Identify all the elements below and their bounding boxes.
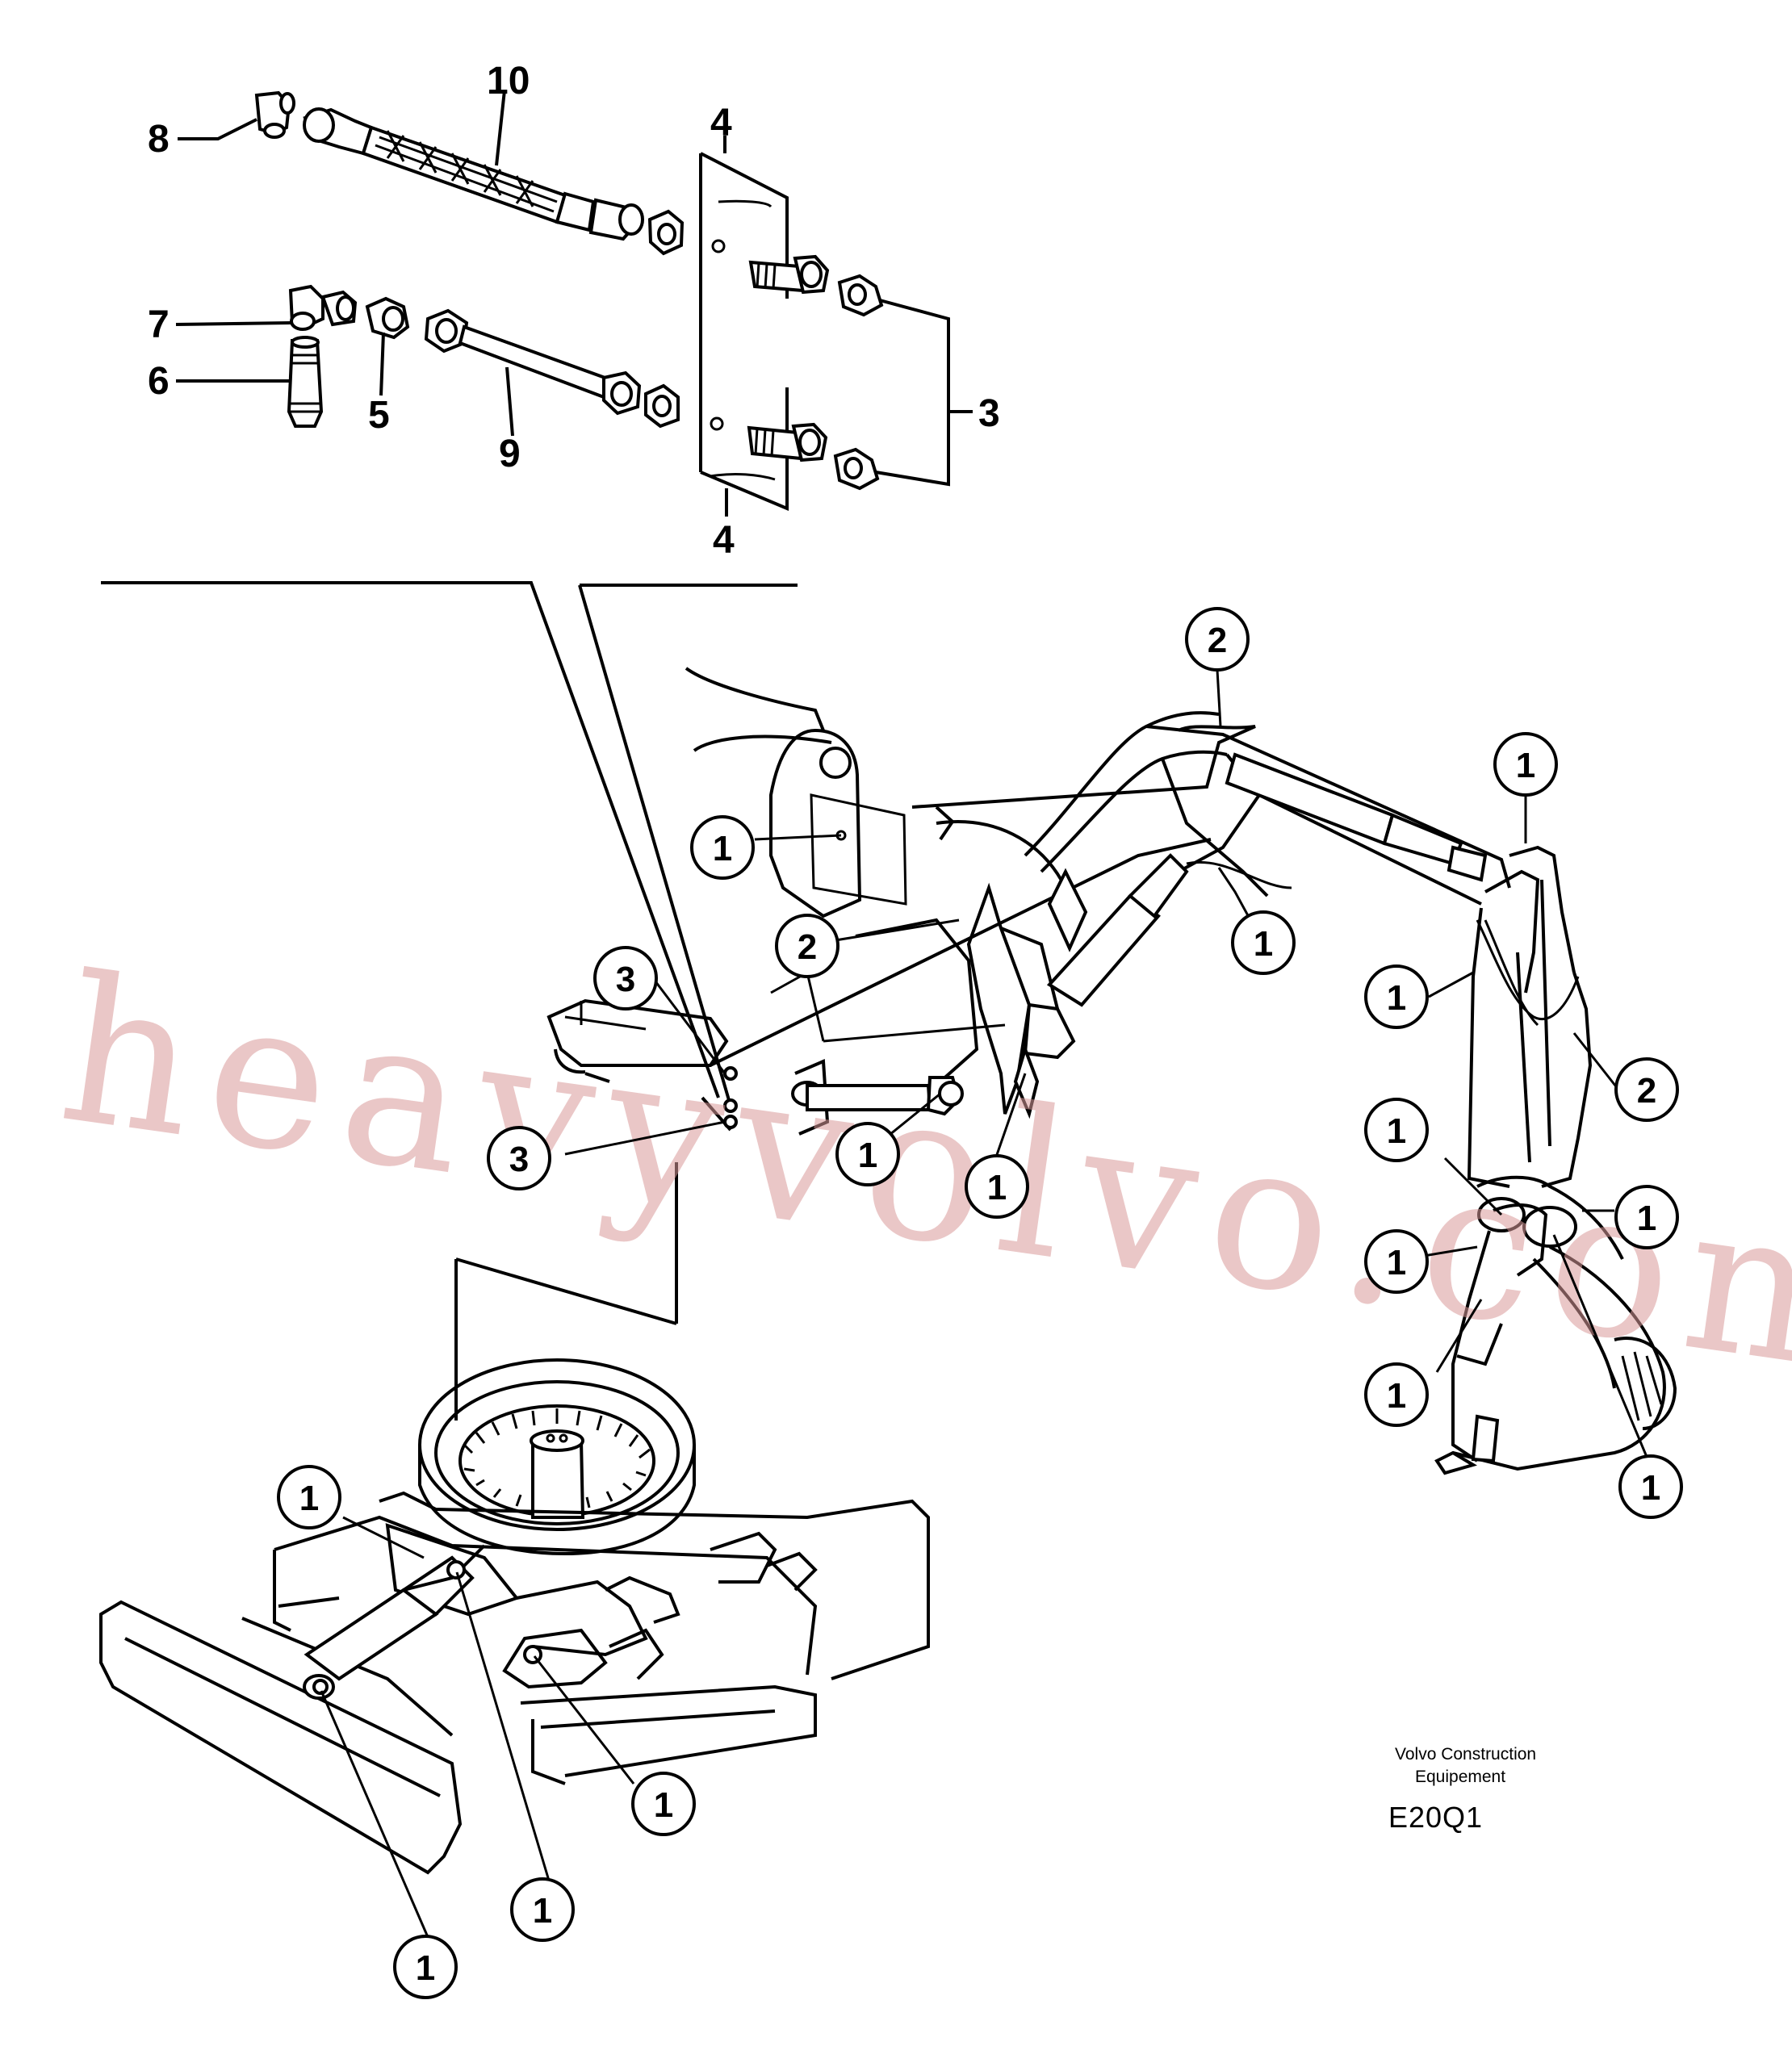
label-part-4-top: 4 (710, 102, 732, 144)
svg-text:1: 1 (1641, 1468, 1660, 1508)
svg-text:1: 1 (1516, 746, 1535, 785)
label-part-7: 7 (148, 303, 170, 346)
label-part-10: 10 (487, 60, 530, 103)
svg-text:1: 1 (416, 1948, 435, 1988)
svg-text:3: 3 (509, 1140, 529, 1179)
figure-code: E20Q1 (1388, 1801, 1483, 1834)
svg-text:1: 1 (1387, 1243, 1406, 1282)
callouts: 2 1 1 2 1 3 1 3 (277, 607, 1683, 1999)
callout-1-bucket-pin: 1 (1618, 1454, 1683, 1519)
caption-line-2: Equipement (1415, 1768, 1505, 1786)
callout-1-foot-plate: 1 (690, 815, 755, 880)
part-8-elbow (254, 90, 295, 139)
label-part-3: 3 (978, 392, 1000, 435)
callout-1-cylinder-pin: 1 (835, 1122, 900, 1186)
callout-1-arm-top: 1 (1493, 732, 1558, 797)
svg-text:1: 1 (1387, 978, 1406, 1018)
part-6-nipple (287, 336, 324, 428)
caption-line-1: Volvo Construction (1395, 1745, 1536, 1764)
boom-arm-assembly (685, 667, 1677, 1475)
callout-3-upper: 3 (593, 946, 658, 1010)
label-part-9: 9 (499, 433, 521, 475)
svg-text:1: 1 (1387, 1111, 1406, 1151)
exploded-parts-group (175, 90, 973, 517)
callout-1-arm-pin: 1 (1364, 964, 1429, 1029)
part-5-fitting (365, 296, 410, 340)
callout-1-bucket-link-c: 1 (1364, 1229, 1429, 1294)
callout-2-foot: 2 (775, 914, 839, 978)
caption-block: Volvo Construction Equipement E20Q1 (1388, 1745, 1536, 1834)
callout-2-arm: 2 (1614, 1057, 1679, 1122)
callout-1-slew: 1 (277, 1465, 341, 1529)
svg-text:1: 1 (654, 1785, 673, 1825)
callout-1-bracket: 1 (965, 1154, 1029, 1219)
part-9-pipe (424, 308, 642, 416)
svg-text:3: 3 (616, 960, 635, 999)
parts-leader-lines (175, 90, 973, 517)
svg-text:1: 1 (987, 1168, 1007, 1207)
part-number-labels: 10 8 4 7 6 5 9 3 4 (148, 60, 1000, 562)
svg-text:2: 2 (1637, 1071, 1656, 1111)
callout-1-blade-pin: 1 (393, 1935, 458, 1999)
label-part-5: 5 (368, 394, 390, 437)
svg-text:1: 1 (713, 829, 732, 868)
callout-1-bucket-link-d: 1 (1364, 1362, 1429, 1427)
callout-3-lower: 3 (487, 1126, 551, 1190)
svg-text:1: 1 (1254, 924, 1273, 964)
undercarriage (99, 1358, 930, 1875)
part-10-hose (303, 107, 644, 241)
svg-text:1: 1 (299, 1479, 319, 1518)
callout-1-bucket-link-a: 1 (1364, 1098, 1429, 1162)
label-part-6: 6 (148, 360, 170, 403)
callout-1-blade-cyl-rod: 1 (631, 1772, 696, 1836)
svg-text:1: 1 (1637, 1199, 1656, 1238)
svg-text:1: 1 (1387, 1376, 1406, 1416)
callout-1-boom-hose: 1 (1231, 910, 1296, 975)
watermark: heavyvolvo.com (49, 931, 1792, 1421)
svg-text:1: 1 (858, 1136, 877, 1175)
callout-2-boom-top: 2 (1185, 607, 1250, 672)
label-part-8: 8 (148, 118, 170, 161)
svg-text:1: 1 (533, 1891, 552, 1931)
part-nut-lower (644, 383, 680, 429)
callout-1-bucket-link-b: 1 (1614, 1185, 1679, 1249)
callout-1-blade-cyl-head: 1 (510, 1877, 575, 1942)
part-7-elbow (288, 284, 358, 331)
part-bolts (747, 254, 830, 462)
svg-text:2: 2 (798, 927, 817, 967)
svg-text:2: 2 (1208, 621, 1227, 660)
part-3-grease-nipples (833, 274, 950, 491)
label-part-4-bottom: 4 (713, 519, 735, 562)
part-nut-upper (647, 209, 685, 256)
